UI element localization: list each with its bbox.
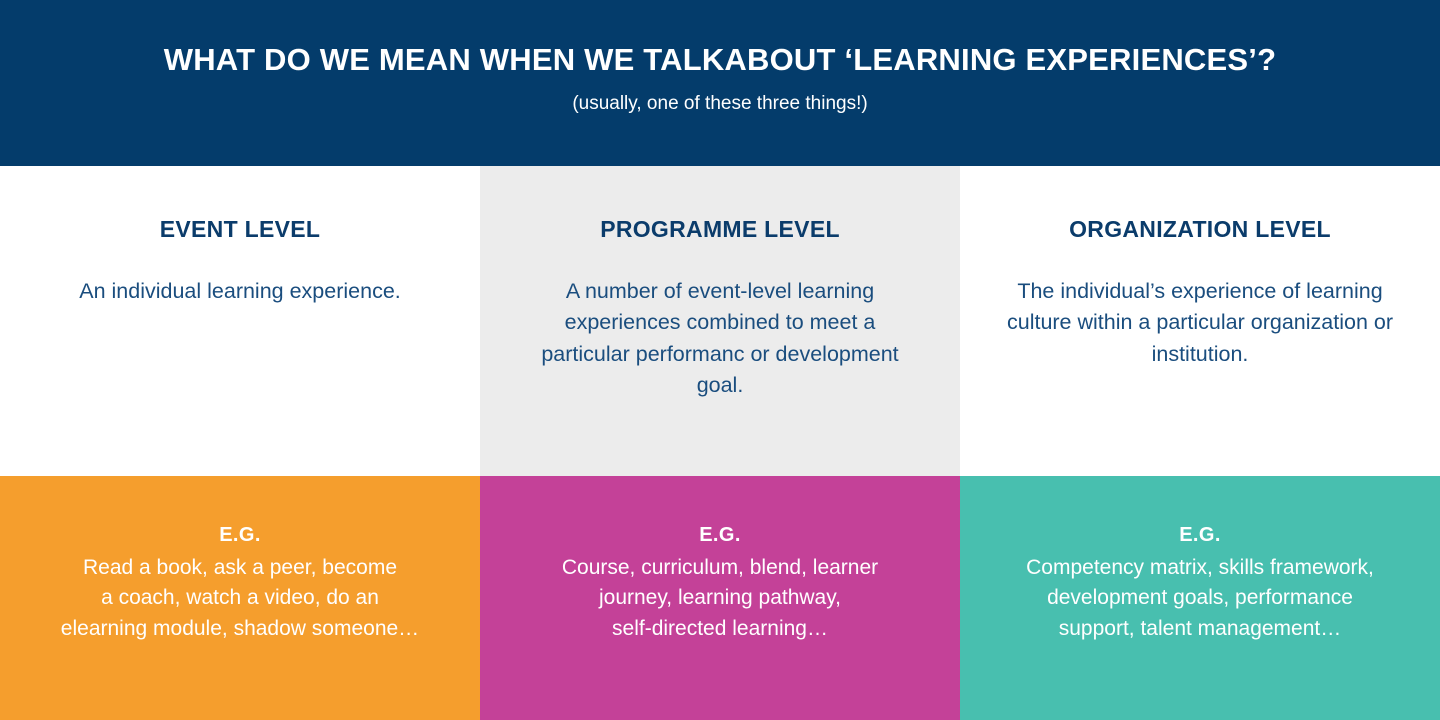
level-card-organization: ORGANIZATION LEVEL The individual’s expe… [960,166,1440,476]
level-title-programme: PROGRAMME LEVEL [600,216,840,242]
page-title: WHAT DO WE MEAN WHEN WE TALKABOUT ‘LEARN… [163,42,1277,77]
examples-row: E.G. Read a book, ask a peer, become a c… [0,476,1440,720]
example-card-event: E.G. Read a book, ask a peer, become a c… [0,476,480,720]
level-description-programme: A number of event-level learning experie… [541,279,899,398]
eg-text-programme: Course, curriculum, blend, learner journ… [561,556,879,640]
header-band: WHAT DO WE MEAN WHEN WE TALKABOUT ‘LEARN… [0,0,1440,166]
level-card-programme: PROGRAMME LEVEL A number of event-level … [480,166,960,476]
eg-text-organization: Competency matrix, skills framework, dev… [1026,556,1374,640]
level-card-event: EVENT LEVEL An individual learning exper… [0,166,480,476]
eg-label-organization: E.G. [1179,524,1221,546]
level-description-event: An individual learning experience. [79,279,401,303]
eg-label-programme: E.G. [699,524,741,546]
level-title-organization: ORGANIZATION LEVEL [1069,216,1331,242]
level-description-organization: The individual’s experience of learning … [1006,279,1393,366]
levels-row: EVENT LEVEL An individual learning exper… [0,166,1440,476]
eg-text-event: Read a book, ask a peer, become a coach,… [60,556,420,640]
page-subtitle: (usually, one of these three things!) [572,92,868,114]
body-grid: EVENT LEVEL An individual learning exper… [0,166,1440,720]
eg-label-event: E.G. [219,524,261,546]
level-title-event: EVENT LEVEL [159,216,321,242]
example-card-programme: E.G. Course, curriculum, blend, learner … [480,476,960,720]
example-card-organization: E.G. Competency matrix, skills framework… [960,476,1440,720]
